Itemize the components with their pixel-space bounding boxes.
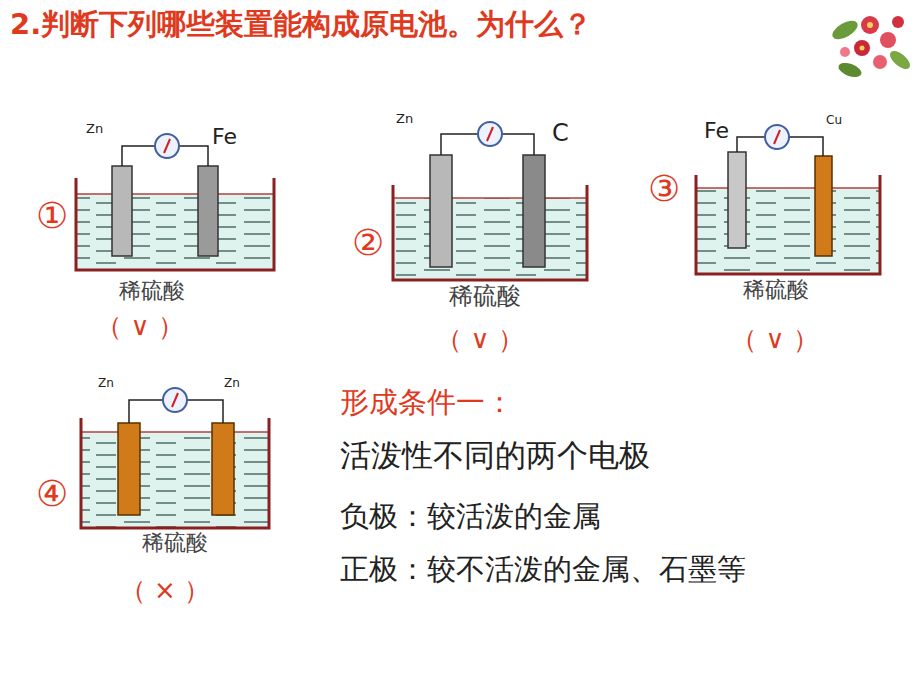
- figure-number: ②: [352, 222, 384, 263]
- flower-decoration: [829, 16, 913, 80]
- beaker-1: [76, 134, 274, 270]
- solution-label: 稀硫酸: [119, 278, 185, 303]
- solution-label: 稀硫酸: [142, 530, 208, 555]
- electrode-label: Zn: [86, 122, 103, 137]
- electrode-label: Zn: [224, 377, 240, 391]
- beaker-4: [81, 388, 269, 528]
- electrode-label: C: [552, 120, 569, 148]
- solution-label: 稀硫酸: [449, 283, 521, 311]
- beaker-3: [696, 125, 880, 274]
- figure-number: ③: [648, 168, 680, 209]
- condition-text: 负极：较活泼的金属: [340, 500, 601, 533]
- condition-text: 正极：较不活泼的金属、石墨等: [340, 553, 746, 586]
- electrode-label: Zn: [98, 377, 114, 391]
- answer-mark: （ ∨ ）: [436, 325, 524, 355]
- electrode-label: Zn: [396, 112, 413, 127]
- solution-label: 稀硫酸: [743, 277, 809, 302]
- figure-number: ④: [36, 473, 68, 514]
- condition-text: 活泼性不同的两个电极: [340, 438, 650, 474]
- electrode-label: Fe: [704, 118, 729, 143]
- answer-mark: （ × ）: [120, 576, 210, 606]
- slide-title: 2.判断下列哪些装置能构成原电池。为什么？: [10, 8, 592, 41]
- electrode-label: Cu: [826, 114, 842, 128]
- condition-heading: 形成条件一：: [340, 386, 514, 419]
- electrode-label: Fe: [212, 124, 237, 149]
- answer-mark: （ ∨ ）: [731, 325, 819, 355]
- answer-mark: （ ∨ ）: [96, 312, 184, 342]
- figure-number: ①: [36, 195, 68, 236]
